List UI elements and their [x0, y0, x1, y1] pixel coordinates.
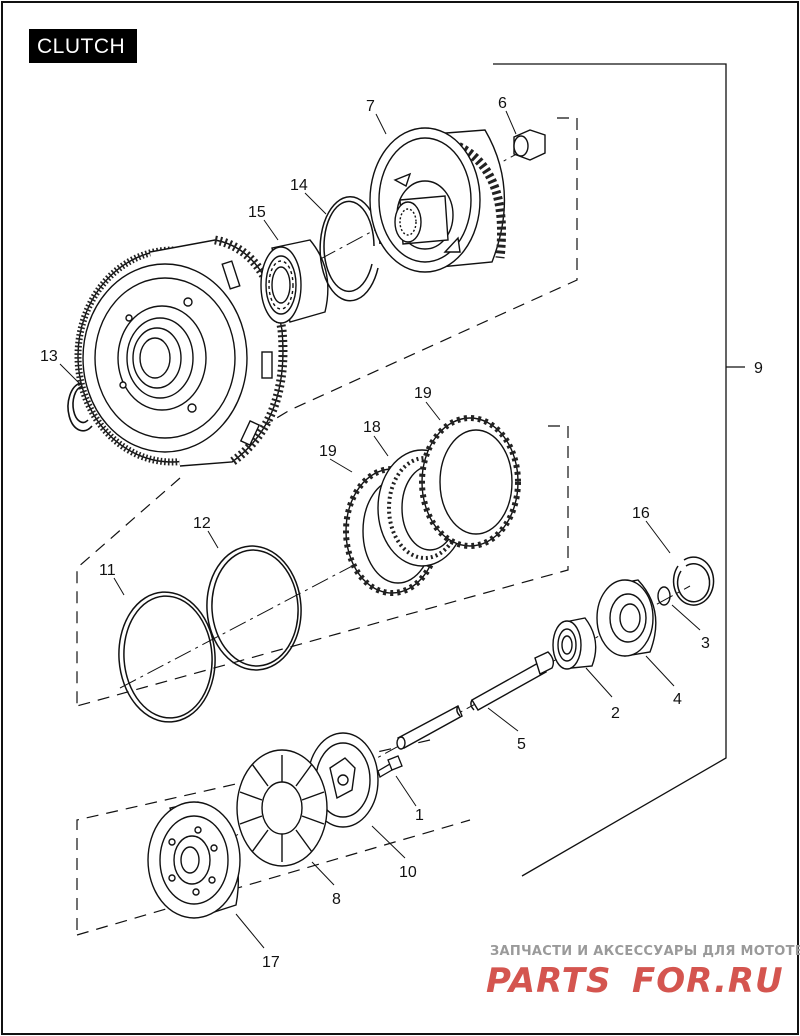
callout-2: 2 — [611, 705, 620, 722]
part-11-o-ring — [118, 591, 216, 723]
part-2-bearing — [552, 617, 597, 670]
callout-12: 12 — [193, 515, 211, 532]
part-16-snap-ring — [672, 556, 715, 606]
callout-3: 3 — [701, 635, 710, 652]
callout-1: 1 — [415, 807, 424, 824]
part-19-friction-plate-rear — [419, 415, 521, 549]
part-8-diaphragm-spring — [236, 749, 328, 867]
callouts: 1 2 3 4 5 6 7 8 9 10 11 12 13 14 15 16 1… — [40, 95, 763, 971]
callout-10: 10 — [399, 864, 417, 881]
clutch-shell-ring-gear — [74, 235, 288, 467]
callout-13: 13 — [40, 348, 58, 365]
title-badge: CLUTCH — [29, 29, 137, 63]
part-3-retaining-ring — [657, 586, 671, 606]
callout-4: 4 — [673, 691, 682, 708]
callout-16: 16 — [632, 505, 650, 522]
watermark: ЗАПЧАСТИ И АКСЕССУАРЫ ДЛЯ МОТОТЕХНИКИ PA… — [486, 944, 800, 1001]
callout-6: 6 — [498, 95, 507, 112]
watermark-tagline: ЗАПЧАСТИ И АКСЕССУАРЫ ДЛЯ МОТОТЕХНИКИ — [490, 944, 800, 959]
callout-15: 15 — [248, 204, 266, 221]
diagram-title: CLUTCH — [37, 35, 125, 58]
part-14-snap-ring — [319, 196, 381, 302]
callout-8: 8 — [332, 891, 341, 908]
part-6-nut — [513, 129, 546, 161]
part-4-bearing-housing — [596, 579, 657, 657]
part-1-screw — [377, 755, 403, 778]
part-12-o-ring — [206, 545, 302, 671]
part-15-bearing — [260, 239, 329, 324]
callout-17: 17 — [262, 954, 280, 971]
leader-lines — [59, 110, 701, 949]
callout-11: 11 — [99, 562, 116, 579]
callout-5: 5 — [517, 736, 526, 753]
watermark-brand-right: FOR.RU — [632, 961, 784, 1001]
part-7-clutch-hub — [369, 127, 507, 273]
callout-19-rear: 19 — [414, 385, 432, 402]
watermark-brand-left: PARTS — [486, 961, 611, 1001]
callout-19-front: 19 — [319, 443, 337, 460]
part-17-spring-seat — [147, 801, 241, 919]
part-5-pushrod — [396, 651, 555, 750]
callout-18: 18 — [363, 419, 381, 436]
callout-9: 9 — [754, 360, 763, 377]
callout-7: 7 — [366, 98, 375, 115]
callout-14: 14 — [290, 177, 308, 194]
assembly-bracket — [493, 63, 745, 877]
